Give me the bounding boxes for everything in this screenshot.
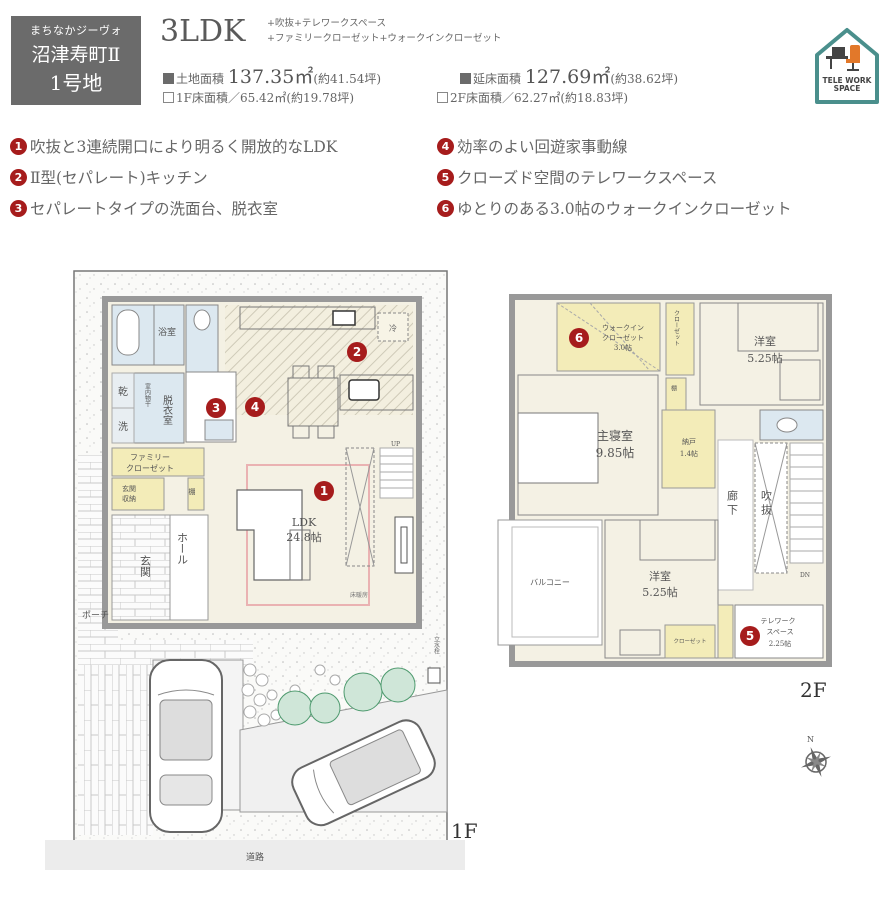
svg-text:1.4帖: 1.4帖 xyxy=(680,449,698,458)
svg-text:クローゼット: クローゼット xyxy=(602,333,644,342)
marker-1: 1 xyxy=(314,481,334,501)
svg-text:9.85帖: 9.85帖 xyxy=(596,445,635,460)
svg-text:N: N xyxy=(807,735,814,744)
filled-square-icon xyxy=(163,73,174,84)
empty-square-icon xyxy=(437,92,448,103)
svg-text:テレワーク: テレワーク xyxy=(761,617,796,625)
plan-extras: +吹抜+テレワークスペース +ファミリークローゼット+ウォークインクローゼット xyxy=(267,18,502,44)
svg-text:吹: 吹 xyxy=(760,490,773,502)
svg-text:バルコニー: バルコニー xyxy=(530,578,570,587)
house-badge-icon xyxy=(815,28,879,104)
site-name: 沼津寿町Ⅱ xyxy=(31,44,121,66)
svg-text:クローゼット: クローゼット xyxy=(126,463,174,473)
svg-text:5.25帖: 5.25帖 xyxy=(642,586,678,599)
svg-text:24.8帖: 24.8帖 xyxy=(286,531,322,544)
svg-text:玄関: 玄関 xyxy=(122,484,136,493)
series-name: まちなかジーヴォ xyxy=(30,24,122,37)
marker-3: 3 xyxy=(206,398,226,418)
filled-square-icon xyxy=(460,73,471,84)
marker-2: 2 xyxy=(347,342,367,362)
floor2-plan: バルコニー ウォークイン クローゼット 3.0帖 クローゼット 棚 洋室 5.2… xyxy=(497,294,832,702)
svg-text:主寝室: 主寝室 xyxy=(597,428,633,443)
svg-text:玄関: 玄関 xyxy=(139,554,152,577)
svg-text:2.25帖: 2.25帖 xyxy=(769,639,792,648)
svg-text:洗: 洗 xyxy=(118,421,128,433)
svg-text:3.0帖: 3.0帖 xyxy=(614,343,632,352)
floor1-label: 1F xyxy=(451,819,478,843)
svg-text:廊: 廊 xyxy=(726,489,739,502)
faucet-label: 立水栓 xyxy=(433,635,440,655)
svg-text:棚: 棚 xyxy=(670,384,677,392)
svg-text:5.25帖: 5.25帖 xyxy=(747,352,783,365)
compass-icon: N xyxy=(800,735,832,778)
property-title-box: まちなかジーヴォ 沼津寿町Ⅱ 1号地 xyxy=(11,16,141,105)
marker-5: 5 xyxy=(740,626,760,646)
marker-4: 4 xyxy=(245,397,265,417)
lot-number: 1号地 xyxy=(49,71,103,95)
svg-text:LDK: LDK xyxy=(292,516,317,529)
car-icon xyxy=(291,719,436,827)
total-floor-area: 延床面積 127.69㎡(約38.62坪) xyxy=(460,62,678,89)
floor1-area: 1F床面積／65.42㎡(約19.78坪) xyxy=(163,89,354,106)
floor2-label: 2F xyxy=(800,678,827,702)
floor2-area: 2F床面積／62.27㎡(約18.83坪) xyxy=(437,89,628,106)
land-area: 土地面積 137.35㎡(約41.54坪) xyxy=(163,62,381,89)
car-icon xyxy=(149,659,223,833)
svg-text:乾: 乾 xyxy=(118,385,128,398)
svg-text:ポーチ: ポーチ xyxy=(82,610,109,621)
svg-text:納戸: 納戸 xyxy=(682,437,696,446)
road-label: 道路 xyxy=(246,851,264,863)
svg-text:床暖房: 床暖房 xyxy=(350,591,368,599)
svg-text:脱衣室: 脱衣室 xyxy=(161,394,173,425)
svg-text:ファミリー: ファミリー xyxy=(130,453,170,462)
svg-text:収納: 収納 xyxy=(122,494,136,503)
marker-6: 6 xyxy=(569,328,589,348)
svg-text:ホール: ホール xyxy=(176,532,189,565)
svg-text:下: 下 xyxy=(726,504,739,516)
svg-text:DN: DN xyxy=(800,572,810,579)
svg-text:スペース: スペース xyxy=(766,628,793,636)
empty-square-icon xyxy=(163,92,174,103)
svg-text:ウォークイン: ウォークイン xyxy=(602,324,644,332)
svg-text:洋室: 洋室 xyxy=(649,569,671,583)
svg-text:クローゼット: クローゼット xyxy=(673,310,680,346)
svg-text:UP: UP xyxy=(391,441,400,448)
svg-text:冷: 冷 xyxy=(389,323,397,333)
floor1-plan: 立水栓 冷 浴室 xyxy=(45,270,478,870)
plan-type: 3LDK xyxy=(160,14,246,49)
svg-text:浴室: 浴室 xyxy=(158,326,176,338)
svg-text:棚: 棚 xyxy=(188,487,196,496)
svg-text:室内物干: 室内物干 xyxy=(144,382,151,408)
svg-text:抜: 抜 xyxy=(760,503,773,516)
telework-space-badge: TELE WORK SPACE xyxy=(812,25,882,107)
svg-text:クローゼット: クローゼット xyxy=(673,637,706,645)
svg-text:洋室: 洋室 xyxy=(754,334,776,348)
